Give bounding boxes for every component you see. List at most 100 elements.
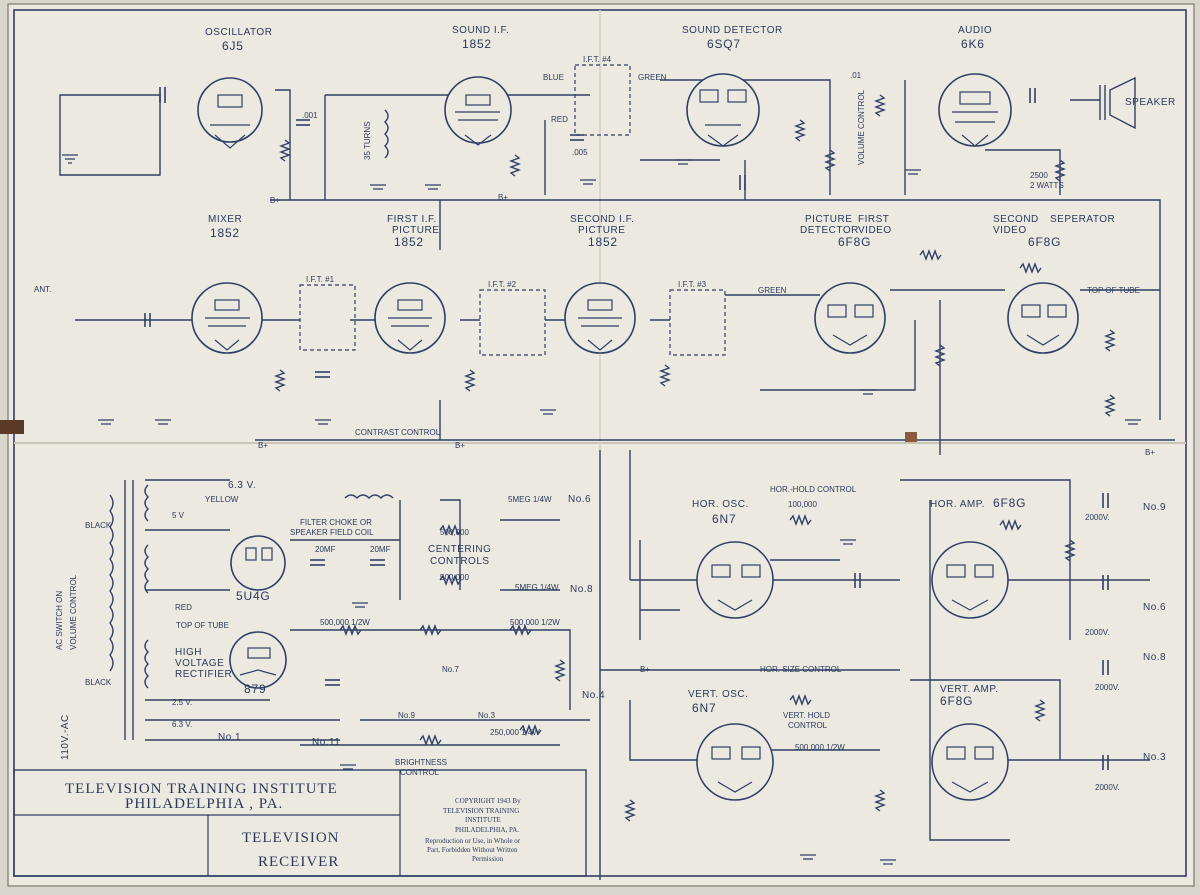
first-if-sub: PICTURE — [392, 225, 439, 236]
tag-no8-right: No.8 — [1143, 652, 1166, 663]
wiring — [59, 78, 1175, 880]
copyright-line-4: PHILADELPHIA, PA. — [455, 826, 519, 834]
res-250k: 250,000 1/4W — [490, 728, 540, 737]
sound-if-tube: 1852 — [462, 37, 492, 51]
cap-001: .001 — [302, 111, 318, 120]
tube-audio — [938, 73, 1012, 147]
audio-label: AUDIO — [958, 25, 992, 36]
wire-yellow: YELLOW — [205, 495, 239, 504]
centering-label: CENTERING — [428, 544, 491, 555]
notice-line-2: Part, Forbidden Without Written — [427, 846, 518, 854]
controls-label: CONTROLS — [430, 556, 490, 567]
v5-label: 5 V — [172, 511, 185, 520]
tube-sound-if — [444, 76, 512, 144]
wire-red: RED — [551, 115, 568, 124]
filter-choke-label: FILTER CHOKE OR — [300, 518, 372, 527]
tape-mark — [0, 420, 24, 434]
drawing-title-2: RECEIVER — [258, 854, 339, 870]
sound-if-label: SOUND I.F. — [452, 25, 509, 36]
tube-vert-osc — [696, 723, 774, 801]
tag-no1: No.1 — [218, 732, 241, 743]
wire-red-2: RED — [175, 603, 192, 612]
tag-no3-right: No.3 — [1143, 752, 1166, 763]
ift-boxes — [299, 64, 726, 356]
tube-hor-osc — [696, 541, 774, 619]
bplus-4: B+ — [455, 441, 465, 450]
tube-oscillator — [197, 77, 263, 143]
tube-rectifier — [230, 535, 286, 591]
wire-green: GREEN — [638, 73, 667, 82]
picture-detector-tube: 6F8G — [838, 235, 871, 249]
vert-amp-tube: 6F8G — [940, 694, 973, 708]
top-of-tube-1: TOP OF TUBE — [1087, 286, 1140, 295]
ift1-label: I.F.T. #1 — [306, 275, 335, 284]
ift3-label: I.F.T. #3 — [678, 280, 707, 289]
coils — [109, 76, 1136, 689]
brightness-label-2: CONTROL — [400, 768, 440, 777]
cap-01: .01 — [850, 71, 862, 80]
vert-amp-label: VERT. AMP. — [940, 684, 999, 695]
tag-no4: No.4 — [582, 690, 605, 701]
hv-rectifier-tube: 879 — [244, 682, 266, 696]
tag-no8: No.8 — [570, 584, 593, 595]
tag-no6-right: No.6 — [1143, 602, 1166, 613]
institute-name: TELEVISION TRAINING INSTITUTE — [65, 781, 338, 797]
v2000-3: 2000V. — [1095, 683, 1120, 692]
ac-switch-label-2: VOLUME CONTROL — [69, 574, 78, 650]
speaker-label: SPEAKER — [1125, 97, 1176, 108]
v25-label: 2.5 V. — [172, 698, 192, 707]
detector-label: DETECTOR — [800, 225, 859, 236]
res-2500: 2500 — [1030, 171, 1048, 180]
bplus-2: B+ — [498, 193, 508, 202]
v63-label: 6.3 V. — [228, 480, 256, 491]
ground-symbols — [62, 154, 1141, 865]
tape-mark — [905, 432, 917, 442]
institute-city: PHILADELPHIA , PA. — [125, 796, 283, 812]
notice-line-1: Reproduction or Use, in Whole or — [425, 837, 521, 845]
notice-line-3: Permission — [472, 855, 504, 863]
sound-detector-label: SOUND DETECTOR — [682, 25, 783, 36]
hor-osc-tube: 6N7 — [712, 512, 736, 526]
second-if-sub: PICTURE — [578, 225, 625, 236]
top-of-tube-2: TOP OF TUBE — [176, 621, 229, 630]
second-video-tube: 6F8G — [1028, 235, 1061, 249]
copyright-line-1: COPYRIGHT 1943 By — [455, 797, 521, 805]
two-watts: 2 WATTS — [1030, 181, 1064, 190]
tube-electrodes — [205, 89, 1067, 793]
first-if-tube: 1852 — [394, 235, 424, 249]
tube-hor-amp — [931, 541, 1009, 619]
v2000-2: 2000V. — [1085, 628, 1110, 637]
ift2-label: I.F.T. #2 — [488, 280, 517, 289]
second-video-label: SECOND — [993, 214, 1039, 225]
sound-detector-tube: 6SQ7 — [707, 37, 741, 51]
tag-no11: No.11 — [312, 737, 340, 748]
ift4-label: I.F.T. #4 — [583, 55, 612, 64]
wire-green-2: GREEN — [758, 286, 787, 295]
wire-black: BLACK — [85, 521, 112, 530]
turns-label: 35 TURNS — [363, 121, 372, 160]
brightness-label-1: BRIGHTNESS — [395, 758, 447, 767]
title-block: TELEVISION TRAINING INSTITUTE PHILADELPH… — [13, 769, 587, 877]
vert-hold-label-2: CONTROL — [788, 721, 828, 730]
tube-hv-rectifier — [229, 631, 287, 689]
tag-no9-right: No.9 — [1143, 502, 1166, 513]
hor-hold-label: HOR.-HOLD CONTROL — [770, 485, 857, 494]
speaker-field-label: SPEAKER FIELD COIL — [290, 528, 374, 537]
hor-amp-label: HOR. AMP. — [930, 499, 985, 510]
res-500k-half-3: 500,000 1/2W — [795, 743, 845, 752]
second-if-label: SECOND I.F. — [570, 214, 634, 225]
antenna-label: ANT. — [34, 285, 51, 294]
drawing-title-1: TELEVISION — [242, 830, 339, 846]
first-video-label: FIRST — [858, 214, 889, 225]
tag-no3: No.3 — [478, 711, 495, 720]
vert-osc-tube: 6N7 — [692, 701, 716, 715]
tag-no6: No.6 — [568, 494, 591, 505]
res-500k-half: 500,000 1/2W — [320, 618, 370, 627]
mixer-tube: 1852 — [210, 226, 240, 240]
ac-line-label: 110V.-AC — [60, 714, 71, 760]
hor-osc-label: HOR. OSC. — [692, 499, 749, 510]
volume-control-label: VOLUME CONTROL — [857, 89, 866, 165]
bplus-6: B+ — [640, 665, 650, 674]
tube-sound-detector — [686, 73, 760, 147]
